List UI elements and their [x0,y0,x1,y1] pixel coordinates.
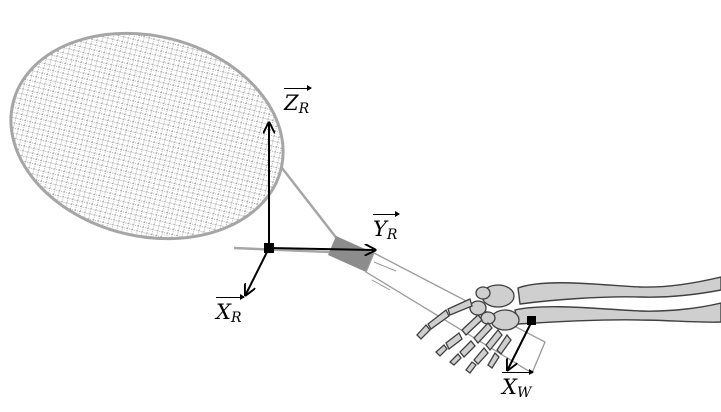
racket-head [9,31,285,241]
y-r-axis [268,248,374,250]
racket-origin-marker [264,243,274,253]
wrist-frame [508,320,533,369]
forearm-bones [514,276,721,325]
wrist-origin-marker [527,316,536,325]
y-r-label: YR [373,211,401,242]
racket-throat-band [328,236,374,272]
x-w-axis [508,320,533,369]
racket-throat [233,167,339,254]
x-w-label: XW [502,369,535,400]
hand-bones [416,284,520,374]
x-r-label: XR [216,294,244,325]
racket-frame [246,124,374,294]
z-r-label: ZR [284,85,313,116]
x-r-axis [246,247,270,294]
